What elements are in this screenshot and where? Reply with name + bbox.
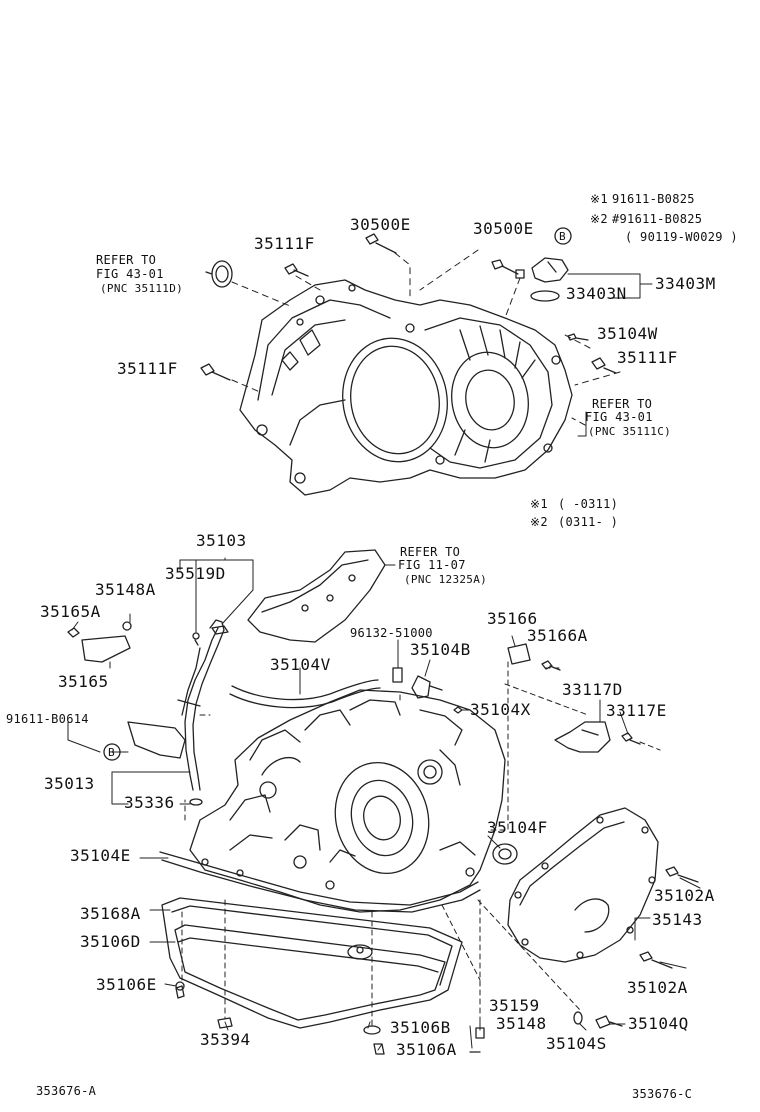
part-35519d: 35519D [165, 564, 226, 583]
part-35336: 35336 [124, 793, 175, 812]
mid-note2-mark: ※2 [530, 515, 548, 529]
oil-seal-left-illustration [205, 260, 233, 288]
footer-code-right: 353676-C [632, 1087, 693, 1101]
dipstick-tube-illustration [177, 625, 229, 806]
part-35111f-b: 35111F [117, 359, 178, 378]
refer-left-line3: (PNC 35111D) [100, 282, 184, 295]
note1-text: 91611-B0825 [612, 192, 695, 206]
circle-b-markers [103, 227, 572, 761]
mid-note1-mark: ※1 [530, 497, 548, 511]
breather-hose-illustration [229, 679, 381, 709]
refer-mid-line3: (PNC 12325A) [404, 573, 488, 586]
circle-b-label-top: B [559, 230, 566, 243]
part-35104s: 35104S [546, 1034, 607, 1053]
part-35394: 35394 [200, 1030, 251, 1049]
part-35106e: 35106E [96, 975, 157, 994]
note3-text: ( 90119-W0029 ) [625, 230, 738, 244]
oil-seal-right-illustration [492, 843, 518, 865]
part-35102a-a: 35102A [654, 886, 715, 905]
note2-mark: ※2 [590, 212, 608, 226]
part-33403n: 33403N [566, 284, 627, 303]
part-35104q: 35104Q [628, 1014, 689, 1033]
part-35104e: 35104E [70, 846, 131, 865]
part-35106a: 35106A [396, 1040, 457, 1059]
refer-left-line1: REFER TO [96, 253, 157, 267]
part-35102a-b: 35102A [627, 978, 688, 997]
part-35104x: 35104X [470, 700, 531, 719]
part-35104v: 35104V [270, 655, 331, 674]
circle-b-label-mid: B [108, 746, 115, 759]
part-33117e: 33117E [606, 701, 667, 720]
part-35104f: 35104F [487, 818, 548, 837]
part-33117d: 33117D [562, 680, 623, 699]
bolts-upper-illustration [200, 233, 617, 381]
refer-left-line2: FIG 43-01 [96, 267, 164, 281]
refer-mid-line2: FIG 11-07 [398, 558, 466, 572]
refer-right-line2: FIG 43-01 [585, 410, 653, 424]
transaxle-case-illustration [159, 689, 506, 913]
refer-right-line1: REFER TO [592, 397, 653, 411]
part-35159: 35159 [489, 996, 540, 1015]
part-30500e-b: 30500E [473, 219, 534, 238]
refer-right-line3: (PNC 35111C) [588, 425, 672, 438]
leader-lines-upper [231, 249, 653, 437]
part-96132-51000: 96132-51000 [350, 626, 433, 640]
part-35104b: 35104B [410, 640, 471, 659]
part-35165a: 35165A [40, 602, 101, 621]
part-35143: 35143 [652, 910, 703, 929]
leader-lines-lower [67, 557, 701, 1051]
part-30500e-a: 30500E [350, 215, 411, 234]
part-35165: 35165 [58, 672, 109, 691]
part-35148: 35148 [496, 1014, 547, 1033]
mid-note2-text: (0311- ) [558, 515, 619, 529]
part-35103: 35103 [196, 531, 247, 550]
tube-bracket-illustration [127, 721, 186, 759]
speed-sensor-illustration [530, 257, 569, 302]
footer-code-left: 353676-A [36, 1084, 97, 1098]
part-35166a: 35166A [527, 626, 588, 645]
part-33403m: 33403M [655, 274, 716, 293]
part-91611-b0614: 91611-B0614 [6, 712, 89, 726]
note1-mark: ※1 [590, 192, 608, 206]
note2-text: #91611-B0825 [612, 212, 703, 226]
refer-mid-line1: REFER TO [400, 545, 461, 559]
part-35166: 35166 [487, 609, 538, 628]
part-35168a: 35168A [80, 904, 141, 923]
part-35111f-a: 35111F [254, 234, 315, 253]
part-35106b: 35106B [390, 1018, 451, 1037]
oil-pan-illustration [161, 897, 463, 1029]
side-cover-illustration [507, 807, 659, 963]
transaxle-housing-illustration [239, 279, 573, 496]
part-35013: 35013 [44, 774, 95, 793]
part-35148a: 35148A [95, 580, 156, 599]
part-35111f-c: 35111F [617, 348, 678, 367]
part-35106d: 35106D [80, 932, 141, 951]
part-35104w: 35104W [597, 324, 658, 343]
mid-note1-text: ( -0311) [558, 497, 619, 511]
